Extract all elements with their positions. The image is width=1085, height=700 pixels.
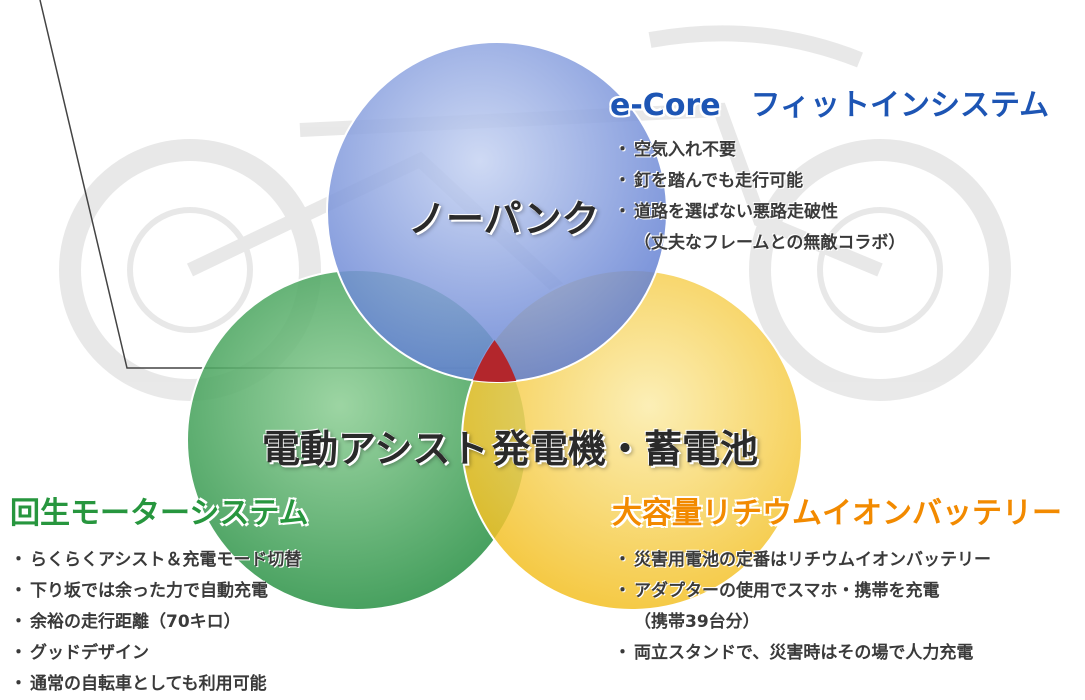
regen-item: ・らくらくアシスト＆充電モード切替 <box>10 550 302 570</box>
ecore-item: （丈夫なフレームとの無敵コラボ） <box>634 233 906 253</box>
regen-item: ・グッドデザイン <box>10 643 149 663</box>
lithium-item: （携帯39台分） <box>634 612 760 632</box>
regen-item: ・下り坂では余った力で自動充電 <box>10 581 268 601</box>
lithium-feature-list: ・災害用電池の定番はリチウムイオンバッテリー ・アダプターの使用でスマホ・携帯を… <box>614 545 991 669</box>
regen-item: ・通常の自転車としても利用可能 <box>10 674 267 694</box>
regen-feature-list: ・らくらくアシスト＆充電モード切替 ・下り坂では余った力で自動充電 ・余裕の走行… <box>10 545 301 700</box>
section-title-lithium-battery: 大容量リチウムイオンバッテリー <box>612 496 1062 531</box>
label-electric-assist: 電動アシスト <box>262 427 489 471</box>
ecore-item: ・空気入れ不要 <box>614 140 736 160</box>
lithium-item: ・両立スタンドで、災害時はその場で人力充電 <box>614 643 974 663</box>
ecore-item: ・道路を選ばない悪路走破性 <box>614 202 838 222</box>
section-title-ecore: e-Core フィットインシステム <box>610 88 1050 123</box>
regen-item: ・余裕の走行距離（70キロ） <box>10 612 241 632</box>
label-nopunk: ノーパンク <box>408 197 600 241</box>
section-title-regen-motor: 回生モーターシステム <box>10 496 309 531</box>
lithium-item: ・アダプターの使用でスマホ・携帯を充電 <box>614 581 940 601</box>
ecore-feature-list: ・空気入れ不要 ・釘を踏んでも走行可能 ・道路を選ばない悪路走破性 （丈夫なフレ… <box>614 135 905 259</box>
label-generator-battery: 発電機・蓄電池 <box>492 427 759 471</box>
ecore-item: ・釘を踏んでも走行可能 <box>614 171 804 191</box>
lithium-item: ・災害用電池の定番はリチウムイオンバッテリー <box>614 550 991 570</box>
